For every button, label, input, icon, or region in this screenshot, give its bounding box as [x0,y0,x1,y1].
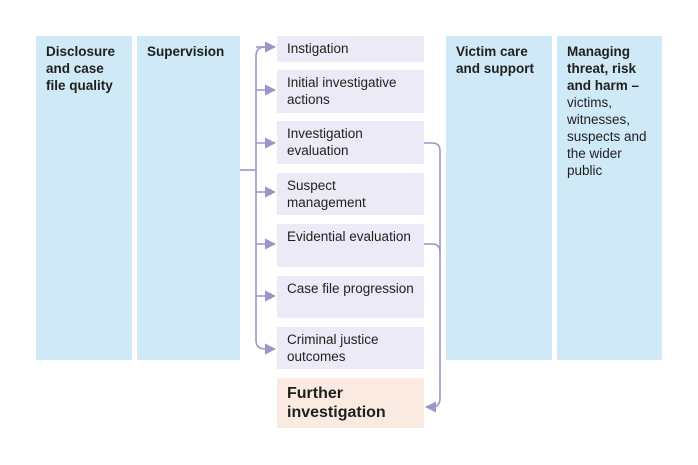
step-pointer [341,113,359,119]
step-label: Initial investigative actions [287,75,397,107]
column-managing-threat: Managing threat, risk and harm – victims… [557,36,662,360]
loop-back-line [424,142,441,413]
column-supervision: Supervision [137,36,240,360]
step-instigation: Instigation [277,36,424,62]
step-pointer [341,215,359,221]
step-pointer [341,164,359,170]
step-label: Investigation evaluation [287,126,363,158]
step-evidential-evaluation: Evidential evaluation [277,224,424,267]
step-initial-investigative-actions: Initial investigative actions [277,70,424,113]
step-case-file-progression: Case file progression [277,276,424,318]
step-label: Case file progression [287,281,414,296]
step-pointer [341,62,359,68]
column-managing-threat-body: victims, witnesses, suspects and the wid… [567,95,647,178]
step-label: Suspect management [287,178,366,210]
step-label: Evidential evaluation [287,229,411,244]
spine-line [255,46,266,350]
step-further-investigation: Further investigation [277,378,424,428]
column-supervision-title: Supervision [147,44,225,59]
step-investigation-evaluation: Investigation evaluation [277,121,424,164]
column-victim-care-title: Victim care and support [456,44,534,76]
column-disclosure: Disclosure and case file quality [36,36,132,360]
step-pointer [341,318,359,324]
step-suspect-management: Suspect management [277,173,424,215]
column-disclosure-title: Disclosure and case file quality [46,44,116,93]
step-pointer [341,267,359,273]
column-managing-threat-title: Managing threat, risk and harm – [567,44,640,93]
evidential-loop-line [424,243,441,253]
step-criminal-justice-outcomes: Criminal justice outcomes [277,327,424,369]
column-victim-care: Victim care and support [446,36,552,360]
step-label: Criminal justice outcomes [287,332,379,364]
final-step-label: Further investigation [287,385,386,421]
step-label: Instigation [287,41,349,56]
